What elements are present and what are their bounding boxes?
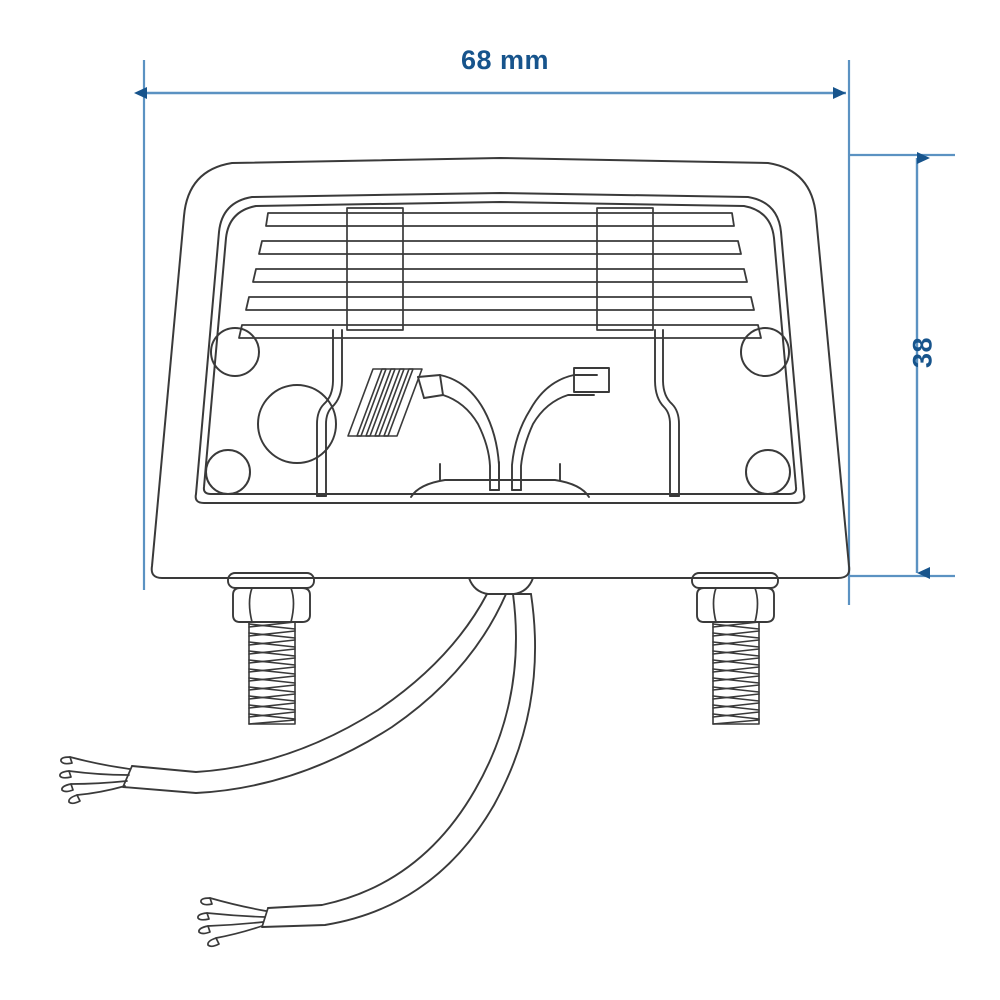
harness-wire-left-2 [325,329,343,497]
hex-nut [696,587,775,623]
washer [227,572,315,589]
cable-grommet [468,577,534,595]
inner-bezel-inner [202,201,798,495]
bolt-thread-shaft [712,621,760,725]
dimension-layer [142,60,955,605]
width-dimension-label: 68 mm [460,45,550,75]
mounting-hole [740,327,790,377]
hex-nut-facets [712,587,759,623]
outer-housing-shell [150,157,851,579]
mounting-hole [210,327,260,377]
bulb-housing-dome [410,479,590,498]
mounting-hole [745,449,791,495]
inner-bezel-outer [194,192,806,504]
harness-wire-right-2 [654,329,671,497]
mounting-hole [205,449,251,495]
stripped-wire-end-lower [197,897,269,948]
harness-wire-right [662,329,680,497]
louvre-slat [265,212,735,227]
bulb-socket-hole [257,384,337,464]
louvre-slats [238,212,762,339]
louvre-slat [238,324,762,339]
louvre-slat [245,296,755,311]
hex-nut-bolt-right [691,572,779,725]
lamp-line-art [59,157,851,948]
internal-cable-right [511,367,610,491]
cable-lead-lower [261,593,536,928]
cable-lead-upper [122,593,507,794]
washer [691,572,779,589]
coil-spring-contact [347,368,423,437]
height-dimension-label: 38 [907,336,938,369]
hex-nut-facets [248,587,295,623]
bolt-thread-shaft [248,621,296,725]
internal-cable-left [417,374,500,491]
hex-nut [232,587,311,623]
stripped-wire-end-upper [59,756,133,805]
bulb-housing-dome-base [439,461,561,481]
louvre-slat [258,240,742,255]
hex-nut-bolt-left [227,572,315,725]
louvre-slat [252,268,748,283]
harness-wire-left [316,329,334,497]
